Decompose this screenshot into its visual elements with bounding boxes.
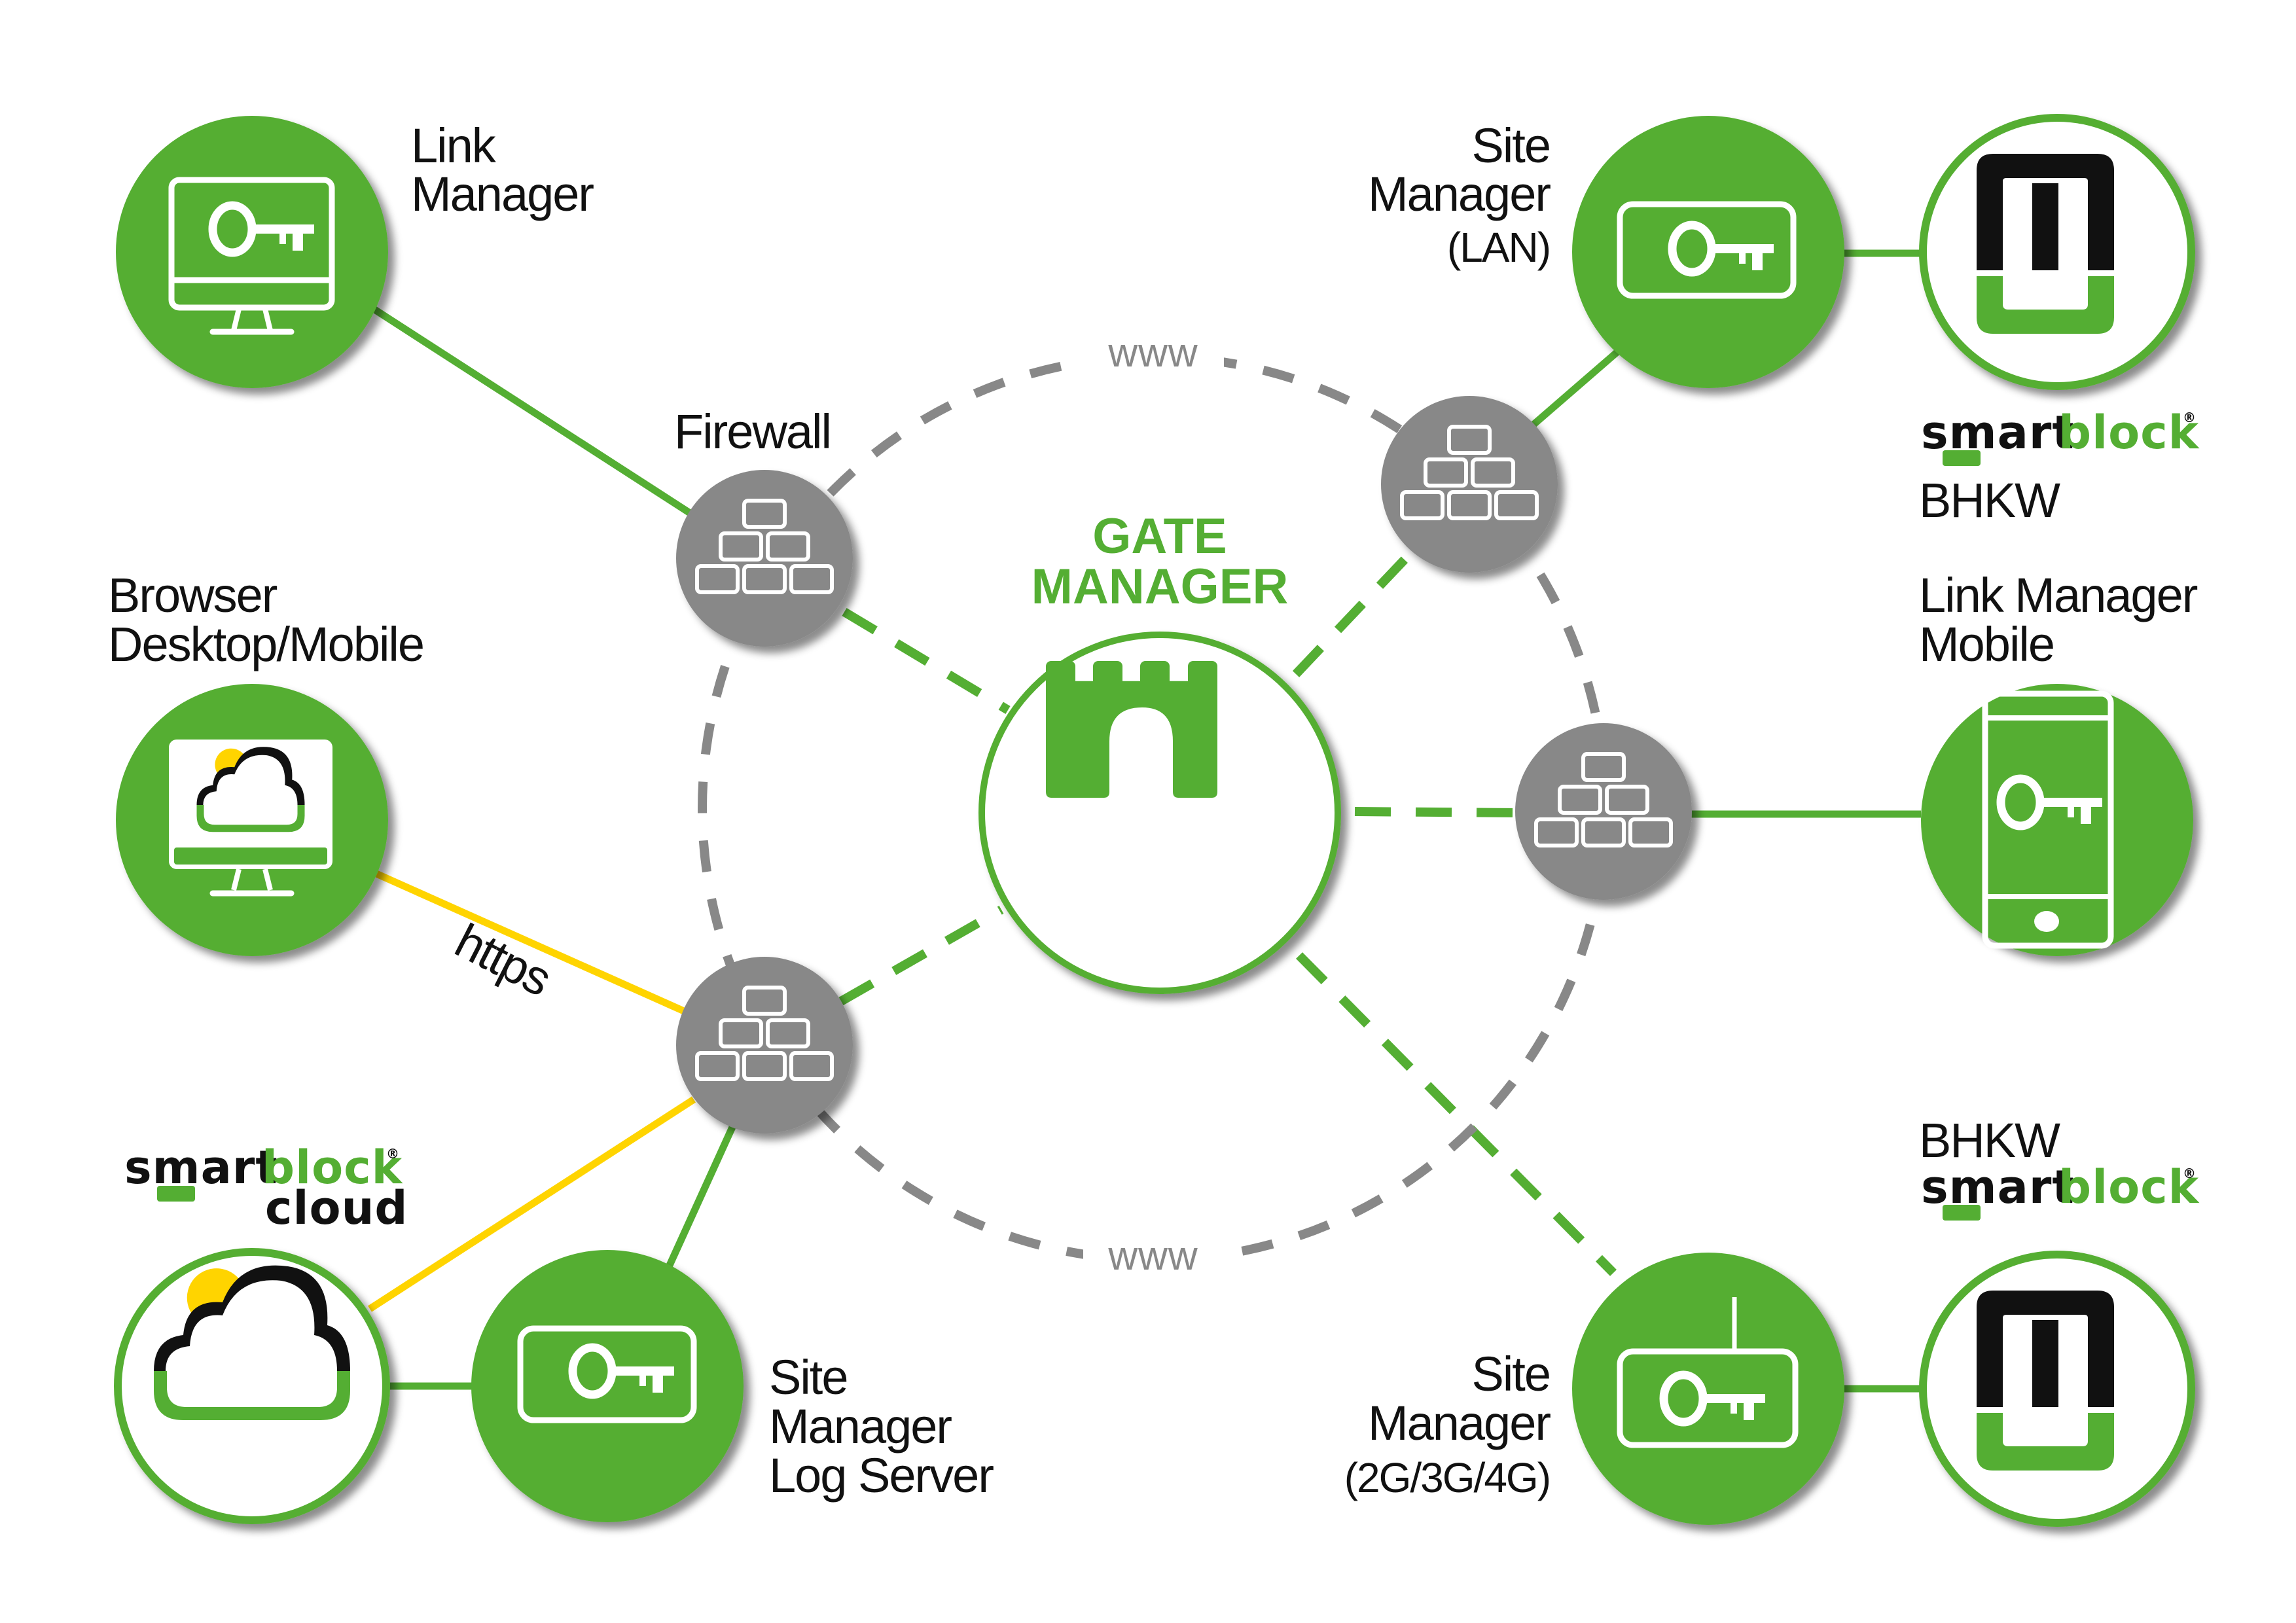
smartblock-wordmark: smart block ® xyxy=(1921,1160,2200,1221)
www-label-bottom: www xyxy=(1107,1234,1198,1279)
registered-mark: ® xyxy=(2183,1166,2196,1181)
edge-gm-firewall-bl xyxy=(838,905,1004,1006)
log-server-label-line2: Manager xyxy=(769,1399,952,1454)
smartblock-bhkw-top-node[interactable]: smart block ® BHKW xyxy=(1919,114,2200,527)
smartblock-cloud-node[interactable]: smart block ® cloud xyxy=(114,1141,408,1524)
lm-mobile-label-line2: Mobile xyxy=(1919,617,2054,671)
monitor-cloud-icon xyxy=(169,740,332,897)
registered-mark: ® xyxy=(2183,410,2196,425)
www-label-top: www xyxy=(1107,330,1198,376)
firewall-right[interactable] xyxy=(1515,723,1692,900)
edge-gm-firewall-r xyxy=(1354,807,1519,817)
device-key-icon xyxy=(1617,201,1797,299)
edge-site-lan-firewall xyxy=(1522,344,1626,435)
edge-firewall-bl-log-server xyxy=(664,1124,737,1272)
bhkw-label: BHKW xyxy=(1919,1113,2060,1168)
smartblock-wordmark: smart block ® xyxy=(1921,406,2200,466)
device-key-icon xyxy=(517,1325,697,1423)
smartblock-cloud-logo: smart block ® cloud xyxy=(124,1141,408,1235)
site-mobile-label-line1: Site xyxy=(1471,1347,1550,1401)
monitor-key-icon xyxy=(168,177,335,335)
firewall-top-right[interactable] xyxy=(1381,396,1558,573)
gate-manager-node[interactable]: GATE MANAGER xyxy=(978,508,1341,994)
brand-block: block xyxy=(2058,1160,2200,1214)
gate-manager-title-line1: GATE xyxy=(1092,508,1227,564)
log-server-label-line3: Log Server xyxy=(769,1448,994,1503)
site-manager-mobile-node[interactable]: Site Manager (2G/3G/4G) xyxy=(1344,1253,1844,1525)
phone-key-icon xyxy=(1982,690,2114,949)
link-manager-mobile-node[interactable]: Link Manager Mobile xyxy=(1919,568,2199,956)
edge-browser-firewall-https xyxy=(374,870,686,1015)
log-server-label-line1: Site xyxy=(769,1350,848,1404)
edge-link-manager-firewall xyxy=(365,301,728,540)
gate-manager-title-line2: MANAGER xyxy=(1031,559,1289,615)
lm-mobile-label-line1: Link Manager xyxy=(1919,568,2198,622)
brand-block: block xyxy=(2058,406,2200,459)
gate-castle-icon xyxy=(1046,661,1217,798)
firewall-bottom-left[interactable] xyxy=(676,957,853,1133)
router-antenna-key-icon xyxy=(1521,1253,1799,1448)
bhkw-label: BHKW xyxy=(1919,473,2060,527)
smartblock-bhkw-bottom-node[interactable]: BHKW smart block ® xyxy=(1919,1113,2200,1527)
site-lan-label-line2: Manager xyxy=(1368,167,1551,221)
link-manager-node[interactable]: Link Manager xyxy=(116,116,595,388)
edge-gm-firewall-tr xyxy=(1292,543,1421,677)
firewall-top-left[interactable]: Firewall xyxy=(674,404,853,647)
site-lan-label-line1: Site xyxy=(1471,118,1550,173)
browser-node[interactable]: Browser Desktop/Mobile xyxy=(108,568,425,956)
connection-lines xyxy=(365,249,1924,1393)
registered-mark: ® xyxy=(386,1146,399,1162)
log-server-node[interactable]: Site Manager Log Server xyxy=(471,1250,995,1522)
browser-label-line2: Desktop/Mobile xyxy=(108,617,423,671)
edge-gm-site-mobile xyxy=(1296,952,1617,1276)
edge-gm-firewall-tl xyxy=(842,607,1011,715)
firewall-label: Firewall xyxy=(674,404,831,459)
link-manager-label-line1: Link xyxy=(411,118,497,173)
brand-smart: smart xyxy=(124,1141,278,1194)
edge-cloud-firewall-https xyxy=(368,1096,696,1312)
link-manager-label-line2: Manager xyxy=(411,167,594,221)
site-manager-lan-node[interactable]: Site Manager (LAN) xyxy=(1368,116,1844,388)
brand-cloud: cloud xyxy=(265,1181,408,1235)
site-mobile-label-line2: Manager xyxy=(1368,1396,1551,1450)
brand-block: block xyxy=(262,1141,403,1194)
browser-label-line1: Browser xyxy=(108,568,278,622)
site-lan-label-line3: (LAN) xyxy=(1447,224,1550,271)
site-mobile-label-line3: (2G/3G/4G) xyxy=(1344,1454,1550,1501)
